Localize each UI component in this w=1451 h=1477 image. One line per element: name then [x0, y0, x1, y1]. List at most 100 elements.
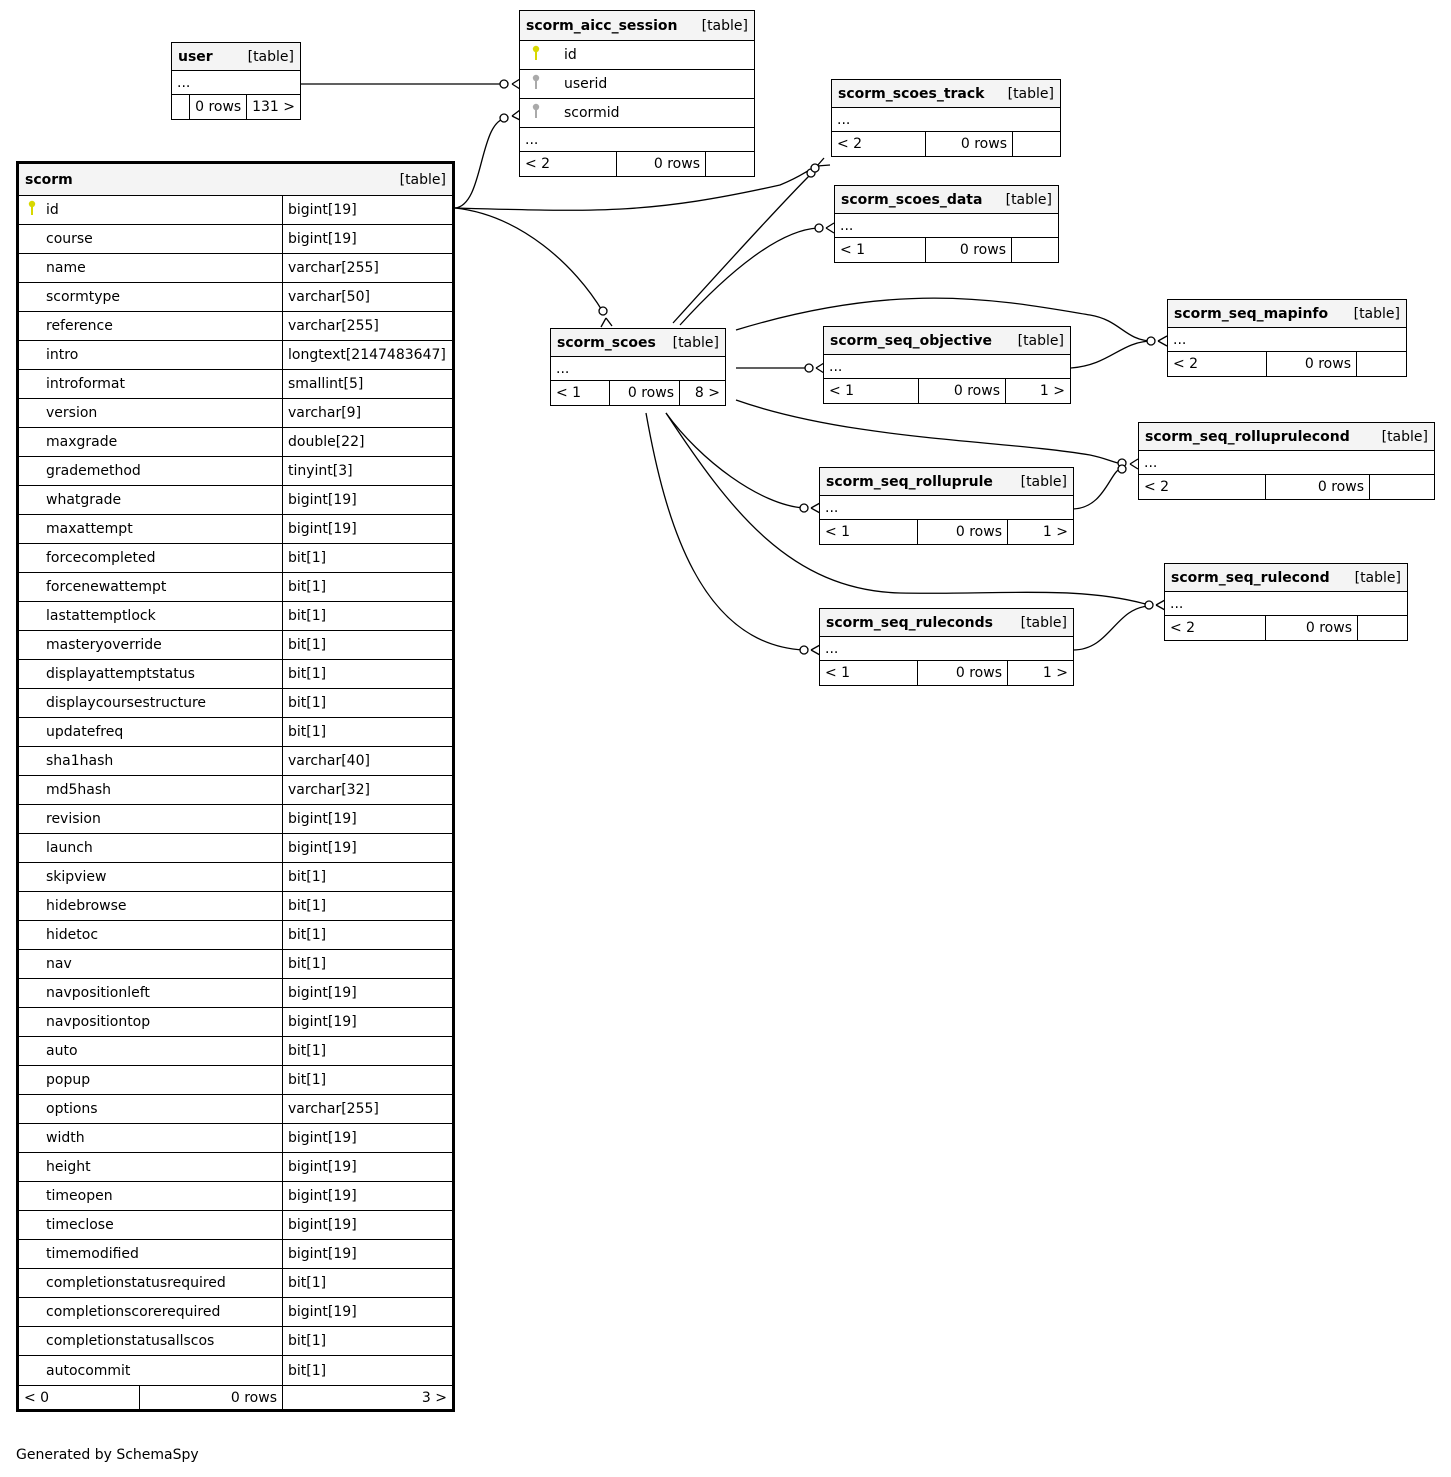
optional-markers: [499, 78, 1168, 656]
edge-scoes-rulecond: [665, 412, 1150, 606]
column-type: bigint[19]: [282, 1211, 452, 1239]
column-name: completionscorerequired: [46, 1304, 221, 1320]
table-name: user: [178, 48, 213, 65]
column-type: bit[1]: [282, 1269, 452, 1297]
table-kind: [table]: [1381, 428, 1428, 445]
table-name: scorm_seq_rolluprulecond: [1145, 428, 1350, 445]
table-scorm-seq-objective[interactable]: scorm_seq_objective[table] ... < 1 0 row…: [823, 326, 1071, 404]
table-scorm-scoes[interactable]: scorm_scoes[table] ... < 1 0 rows 8 >: [550, 328, 726, 406]
table-scorm-seq-ruleconds[interactable]: scorm_seq_ruleconds[table] ... < 1 0 row…: [819, 608, 1074, 686]
table-scorm-aicc-session[interactable]: scorm_aicc_session[table] id userid scor…: [519, 10, 755, 177]
column-name: hidebrowse: [46, 898, 127, 914]
column-name: version: [46, 405, 98, 421]
column-type: bit[1]: [282, 631, 452, 659]
column-type: varchar[255]: [282, 1095, 452, 1123]
foreign-key-icon: [532, 103, 540, 123]
table-scorm-seq-rolluprule[interactable]: scorm_seq_rolluprule[table] ... < 1 0 ro…: [819, 467, 1074, 545]
column-type: varchar[255]: [282, 254, 452, 282]
table-name: scorm_seq_objective: [830, 332, 992, 349]
table-kind: [table]: [1020, 614, 1067, 631]
ellipsis: ...: [1170, 595, 1184, 612]
table-scorm-seq-rolluprulecond[interactable]: scorm_seq_rolluprulecond[table] ... < 2 …: [1138, 422, 1435, 500]
primary-key-icon: [532, 45, 540, 65]
column-name: completionstatusrequired: [46, 1275, 226, 1291]
children-count: [1356, 352, 1406, 376]
column-name: lastattemptlock: [46, 608, 156, 624]
table-kind: [table]: [1007, 85, 1054, 102]
table-row: completionstatusrequired bit[1]: [19, 1269, 452, 1298]
table-scorm-scoes-track[interactable]: scorm_scoes_track[table] ... < 2 0 rows: [831, 79, 1061, 157]
ellipsis: ...: [525, 131, 539, 148]
column-name: nav: [46, 956, 72, 972]
row-count: 0 rows: [917, 661, 1007, 685]
table-kind: [table]: [672, 334, 719, 351]
row-count: 0 rows: [925, 132, 1012, 156]
table-name: scorm_scoes_track: [838, 85, 985, 102]
edge-scoes-rolluprulecond: [735, 399, 1123, 465]
row-count: 0 rows: [925, 238, 1011, 262]
column-name: maxgrade: [46, 434, 118, 450]
column-type: bigint[19]: [282, 1182, 452, 1210]
row-count: 0 rows: [918, 379, 1005, 403]
column-name: scormtype: [46, 289, 120, 305]
column-type: longtext[2147483647]: [282, 341, 452, 369]
table-name: scorm_scoes_data: [841, 191, 983, 208]
row-count: 0 rows: [1265, 475, 1369, 499]
column-name: md5hash: [46, 782, 112, 798]
column-type: bigint[19]: [282, 1240, 452, 1268]
row-count: 0 rows: [1265, 616, 1357, 640]
table-scorm-seq-rulecond[interactable]: scorm_seq_rulecond[table] ... < 2 0 rows: [1164, 563, 1408, 641]
children-count: 131 >: [246, 95, 300, 119]
table-name: scorm_seq_rulecond: [1171, 569, 1330, 586]
column-type: bit[1]: [282, 1356, 452, 1385]
column-name: forcecompleted: [46, 550, 156, 566]
column-name: launch: [46, 840, 93, 856]
table-row: navpositiontop bigint[19]: [19, 1008, 452, 1037]
table-name: scorm_aicc_session: [526, 17, 678, 34]
column-type: bit[1]: [282, 718, 452, 746]
column-type: bigint[19]: [282, 1008, 452, 1036]
parents-count: < 1: [829, 383, 855, 399]
parents-count: < 2: [525, 156, 551, 172]
column-name: masteryoverride: [46, 637, 162, 653]
column-type: bit[1]: [282, 950, 452, 978]
column-type: bit[1]: [282, 660, 452, 688]
column-type: bit[1]: [282, 544, 452, 572]
column-name: navpositiontop: [46, 1014, 151, 1030]
column-name: maxattempt: [46, 521, 133, 537]
children-count: 1 >: [1007, 661, 1073, 685]
table-user[interactable]: user[table] ... 0 rows 131 >: [171, 42, 301, 120]
ellipsis: ...: [837, 111, 851, 128]
table-scorm-scoes-data[interactable]: scorm_scoes_data[table] ... < 1 0 rows: [834, 185, 1059, 263]
column-name: reference: [46, 318, 113, 334]
column-type: bigint[19]: [282, 1124, 452, 1152]
column-type: bigint[19]: [282, 1298, 452, 1326]
parents-count: [172, 95, 189, 119]
children-count: 3 >: [282, 1386, 452, 1409]
column-type: bigint[19]: [282, 805, 452, 833]
column-type: bigint[19]: [282, 515, 452, 543]
column-name: autocommit: [46, 1362, 131, 1379]
children-count: [1369, 475, 1434, 499]
table-kind: [table]: [1354, 569, 1401, 586]
table-name: scorm_seq_rolluprule: [826, 473, 993, 490]
table-scorm-seq-mapinfo[interactable]: scorm_seq_mapinfo[table] ... < 2 0 rows: [1167, 299, 1407, 377]
edge-scoes-track-a: [672, 172, 813, 324]
children-count: 1 >: [1007, 520, 1073, 544]
table-name: scorm_scoes: [557, 334, 656, 351]
